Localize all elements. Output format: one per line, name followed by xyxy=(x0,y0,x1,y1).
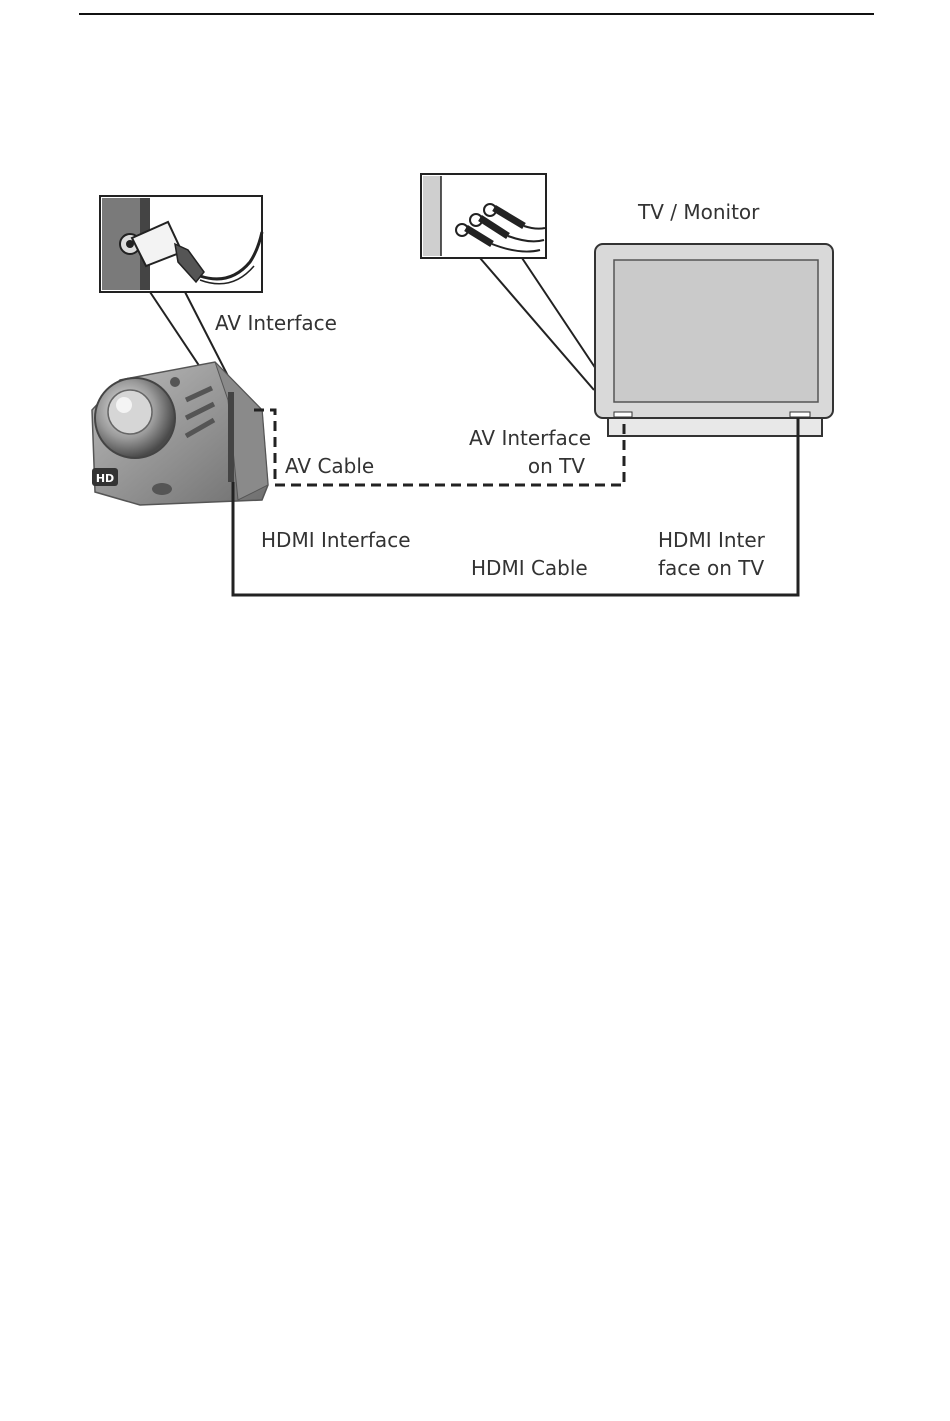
camera-illustration: HD xyxy=(92,362,268,505)
camera-hd-badge: HD xyxy=(96,472,114,485)
tv-av-port-inset xyxy=(421,174,546,258)
callout-line xyxy=(480,258,594,390)
label-hdmi-interface-on-tv-line2: face on TV xyxy=(658,556,764,580)
tv-monitor-illustration xyxy=(595,244,833,436)
label-av-interface-on-tv-line1: AV Interface xyxy=(469,426,591,450)
camera-av-port-inset xyxy=(100,196,262,292)
label-hdmi-interface: HDMI Interface xyxy=(261,528,411,552)
label-hdmi-interface-on-tv-line1: HDMI Inter xyxy=(658,528,766,552)
callout-line xyxy=(522,258,598,372)
label-hdmi-cable: HDMI Cable xyxy=(471,556,588,580)
label-av-cable: AV Cable xyxy=(285,454,374,478)
label-tv-monitor: TV / Monitor xyxy=(637,200,760,224)
label-av-interface-on-tv-line2: on TV xyxy=(528,454,585,478)
label-av-interface: AV Interface xyxy=(215,311,337,335)
